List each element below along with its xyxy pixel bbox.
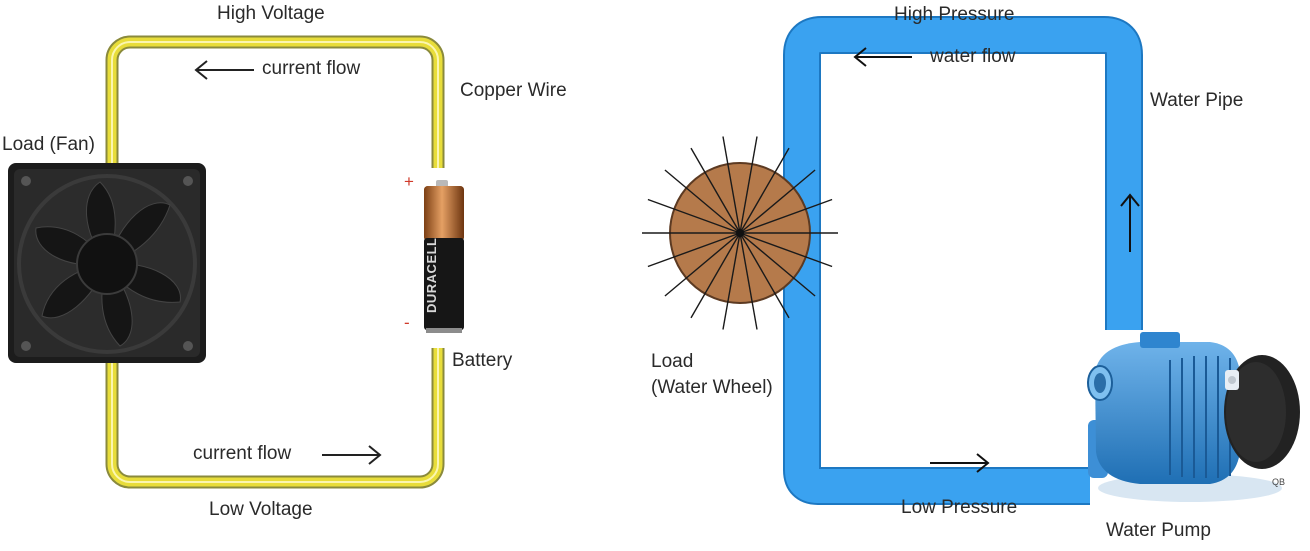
battery-brand-text: DURACELL <box>424 237 439 314</box>
fan-load-label: Load (Fan) <box>2 134 95 155</box>
wheel-spoke <box>739 198 833 234</box>
wheel-spoke <box>739 232 816 297</box>
wheel-spoke <box>739 147 790 234</box>
water-pump-icon <box>1087 332 1300 502</box>
water-flow-arrow-top <box>853 47 912 67</box>
water-flow-arrow-bottom <box>930 453 990 473</box>
current-flow-bottom-label: current flow <box>193 443 292 464</box>
battery-icon <box>424 168 464 348</box>
wheel-spoke <box>647 198 741 234</box>
fan-icon <box>8 163 206 363</box>
wheel-spoke <box>647 232 741 268</box>
water-wheel-load-sublabel: (Water Wheel) <box>651 377 773 398</box>
copper-wire-label: Copper Wire <box>460 80 567 101</box>
battery-plus-sign: + <box>404 172 414 191</box>
wheel-spoke <box>739 136 758 234</box>
high-voltage-label: High Voltage <box>217 3 325 24</box>
water-wheel-load-label: Load <box>651 351 694 372</box>
wheel-spoke <box>722 136 741 234</box>
battery-label: Battery <box>452 350 513 371</box>
low-pressure-label: Low Pressure <box>901 497 1018 518</box>
battery-minus-sign: - <box>404 313 410 332</box>
water-wheel-icon <box>642 136 838 330</box>
current-flow-top-label: current flow <box>262 58 361 79</box>
wheel-spoke <box>739 232 758 330</box>
wheel-spoke <box>739 169 816 234</box>
wheel-spoke <box>690 147 741 234</box>
water-flow-arrow-right <box>1120 193 1140 252</box>
wheel-spoke <box>739 232 833 268</box>
wheel-spoke <box>690 232 741 319</box>
pump-model-code: QB <box>1272 477 1286 487</box>
wheel-spoke <box>739 232 790 319</box>
wheel-spoke <box>722 232 741 330</box>
water-flow-label: water flow <box>930 46 1016 67</box>
water-pipe-label: Water Pipe <box>1150 90 1244 111</box>
wheel-spoke <box>664 169 741 234</box>
current-flow-arrow-top <box>194 60 254 80</box>
water-pipe-loop <box>783 16 1143 505</box>
water-pump-label: Water Pump <box>1106 520 1211 541</box>
high-pressure-label: High Pressure <box>894 4 1015 25</box>
wheel-spoke <box>664 232 741 297</box>
low-voltage-label: Low Voltage <box>209 499 313 520</box>
current-flow-arrow-bottom <box>322 445 382 465</box>
